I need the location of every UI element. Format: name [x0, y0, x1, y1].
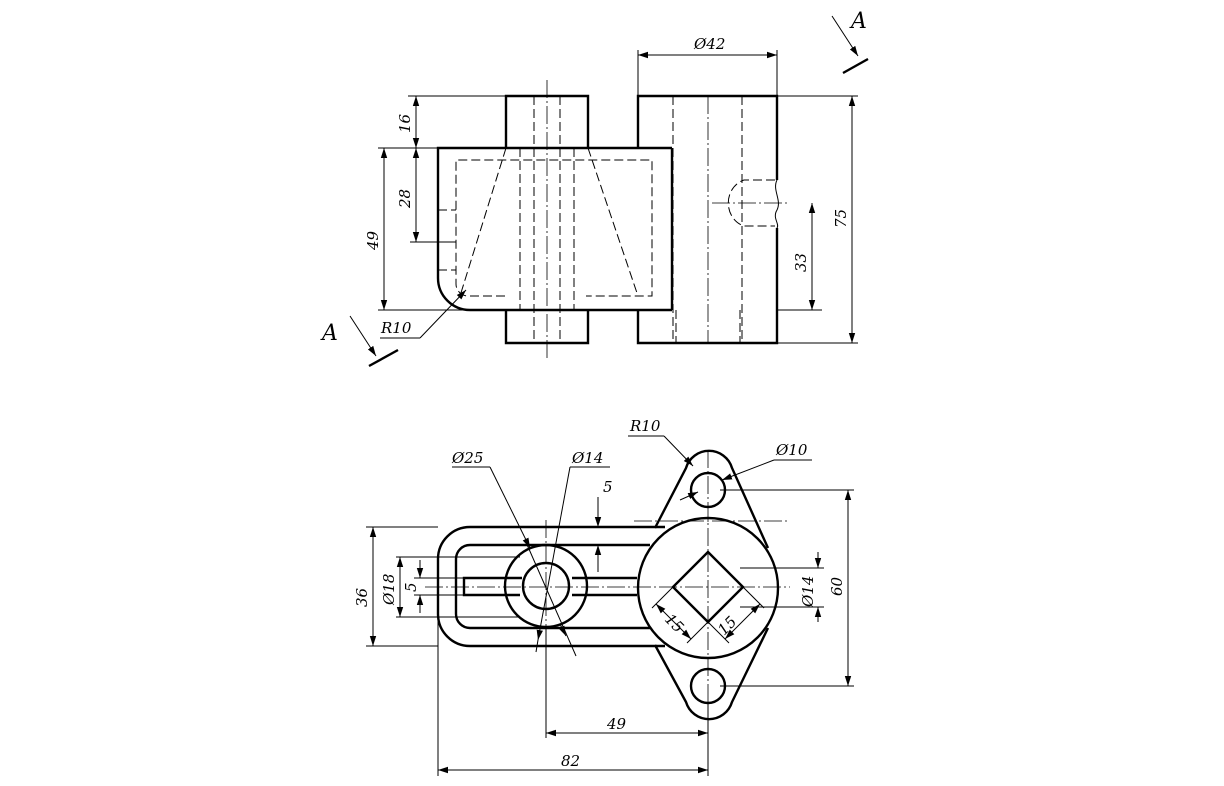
- dim-36: 36: [353, 587, 371, 607]
- dim-75: 75: [832, 209, 850, 228]
- section-label-top: A: [849, 9, 867, 34]
- dim-33: 33: [792, 253, 810, 272]
- flange-outline: [653, 449, 770, 721]
- right-cylinder-outline: [636, 94, 779, 345]
- front-view: Ø42 16 28 49 R10 75 33 A A: [320, 9, 869, 368]
- section-mark-top-right: A: [831, 9, 869, 75]
- dim-49: 49: [364, 230, 382, 251]
- dim-r10-lug: R10: [629, 417, 661, 435]
- slot-outline: [462, 576, 637, 597]
- dim-dia-14: Ø14: [571, 449, 603, 467]
- left-hidden-lines: [438, 96, 653, 343]
- section-mark-bottom-left: A: [320, 315, 399, 368]
- dim-60: 60: [828, 576, 846, 596]
- plan-view: Ø25 Ø14 5 R10 Ø10 36 Ø18 5: [353, 417, 854, 776]
- arm-outline: [436, 525, 665, 648]
- dim-82: 82: [561, 752, 580, 770]
- dim-dia-10: Ø10: [775, 441, 808, 459]
- dim-square-15-b: 15: [714, 613, 740, 639]
- dim-5-top: 5: [603, 478, 613, 496]
- dim-dia-42: Ø42: [693, 35, 725, 53]
- dim-dia-25: Ø25: [451, 449, 483, 467]
- left-block-outline: [436, 146, 672, 312]
- break-line: [774, 179, 779, 229]
- dim-16: 16: [396, 113, 414, 133]
- dim-28: 28: [396, 189, 414, 209]
- dim-5-slot: 5: [402, 582, 420, 592]
- section-label-bottom: A: [320, 321, 338, 346]
- dim-dia-18: Ø18: [380, 574, 398, 606]
- dim-49-plan: 49: [606, 715, 627, 733]
- right-hidden-lines: [672, 96, 775, 343]
- arm-inner-outline: [454, 543, 650, 630]
- dim-square-15-a: 15: [661, 610, 687, 636]
- dim-dia-14-right: Ø14: [799, 576, 817, 608]
- dim-r10-front: R10: [380, 319, 412, 337]
